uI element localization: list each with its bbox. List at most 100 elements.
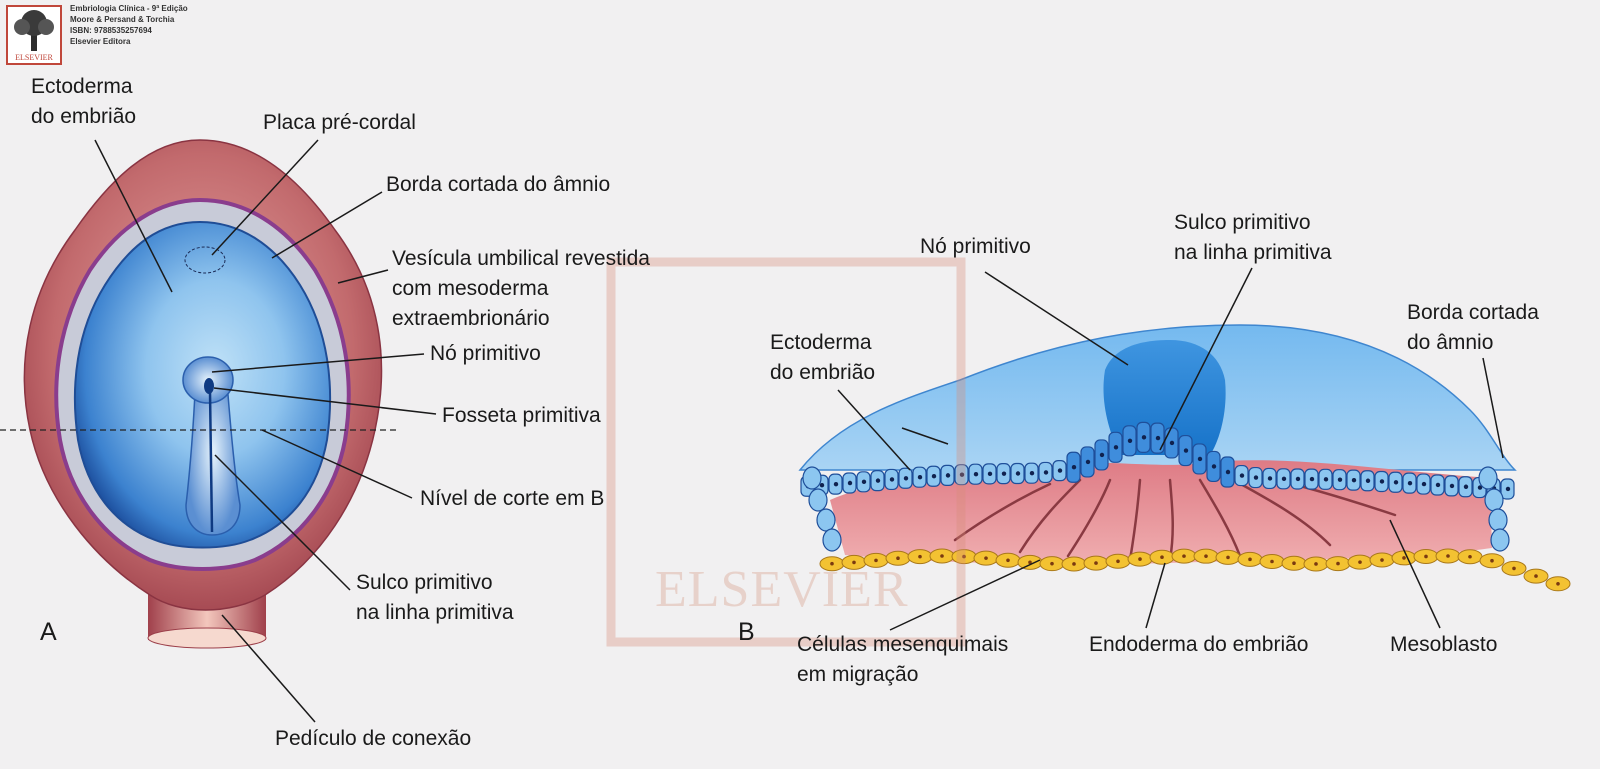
ectoderm-nucleus	[1463, 484, 1469, 489]
ectoderm-nucleus	[1365, 478, 1371, 483]
ectoderm-nucleus	[1393, 480, 1399, 485]
credit-publisher: Elsevier Editora	[70, 37, 131, 46]
ectoderm-nucleus	[1435, 482, 1441, 488]
ectoderm-layer	[800, 421, 1515, 552]
ectoderm-nucleus	[1449, 483, 1455, 489]
ectoderm-nucleus	[1127, 438, 1133, 444]
endoderm-nucleus	[1006, 558, 1010, 563]
watermark-text: ELSEVIER	[655, 561, 909, 618]
endoderm-nucleus	[1424, 554, 1428, 559]
endoderm-nucleus	[1446, 554, 1450, 558]
ectoderm-edge-cell	[802, 466, 822, 490]
ectoderm-nucleus	[1505, 486, 1511, 492]
label-a-primitive-node: Nó primitivo	[430, 342, 541, 365]
endoderm-nucleus	[1160, 555, 1164, 559]
credit-authors: Moore & Persand & Torchia	[70, 15, 175, 24]
panel-a-drawing	[0, 139, 400, 649]
label-a-ectoderm: Ectoderma do embrião	[31, 75, 137, 128]
ectoderm-nucleus	[1477, 485, 1483, 490]
ectoderm-nucleus	[1001, 471, 1007, 476]
endoderm-nucleus	[852, 560, 856, 565]
endoderm-nucleus	[1116, 559, 1120, 564]
label-a-section-level: Nível de corte em B	[420, 487, 605, 510]
label-b-mesenchymal-cells: Células mesenquimais em migração	[797, 633, 1009, 686]
ectoderm-nucleus	[1183, 448, 1189, 453]
endoderm-nucleus	[1094, 561, 1098, 565]
ectoderm-nucleus	[1141, 435, 1147, 440]
ectoderm-nucleus	[973, 471, 979, 477]
endoderm-nucleus	[1402, 556, 1406, 560]
endoderm-nucleus	[1138, 557, 1142, 561]
primitive-pit	[204, 378, 214, 394]
label-b-primitive-node: Nó primitivo	[920, 235, 1031, 258]
tree-icon	[14, 10, 54, 51]
endoderm-nucleus	[984, 556, 988, 560]
ectoderm-nucleus	[1407, 480, 1413, 486]
endoderm-nucleus	[918, 554, 922, 559]
label-a-umbilical-vesicle: Vesícula umbilical revestida com mesoder…	[392, 247, 650, 330]
ectoderm-nucleus	[1239, 473, 1245, 478]
ectoderm-nucleus	[931, 474, 937, 479]
label-a-prechordal-plate: Placa pré-cordal	[263, 111, 416, 134]
ectoderm-nucleus	[847, 480, 853, 486]
ectoderm-nucleus	[861, 479, 867, 485]
ectoderm-nucleus	[889, 477, 895, 482]
ectoderm-edge-cell	[1478, 466, 1498, 490]
endoderm-nucleus	[1270, 559, 1274, 564]
primitive-streak	[185, 369, 241, 536]
endoderm-nucleus	[1292, 561, 1296, 566]
ectoderm-nucleus	[917, 475, 923, 480]
ectoderm-nucleus	[987, 471, 993, 477]
endoderm-nucleus	[830, 561, 834, 566]
ectoderm-nucleus	[1281, 476, 1287, 482]
endoderm-nucleus	[1358, 560, 1362, 564]
label-a-primitive-groove: Sulco primitivo na linha primitiva	[356, 571, 514, 624]
label-b-mesoblast: Mesoblasto	[1390, 633, 1498, 656]
endoderm-nucleus	[1226, 555, 1230, 560]
endoderm-nucleus	[1314, 562, 1318, 566]
endoderm-nucleus	[1204, 554, 1208, 558]
connecting-stalk-end	[147, 627, 267, 649]
ectoderm-nucleus	[1253, 475, 1259, 480]
credit-title: Embriologia Clínica - 9ª Edição	[70, 4, 188, 13]
label-a-connecting-stalk: Pedículo de conexão	[275, 727, 472, 750]
ectoderm-nucleus	[833, 481, 839, 487]
ectoderm-nucleus	[1267, 476, 1273, 481]
panel-b-letter: B	[738, 618, 755, 646]
prechordal-plate	[184, 246, 226, 274]
ectoderm-nucleus	[1155, 435, 1161, 441]
watermark-frame	[606, 257, 966, 647]
ectoderm-edge-cell	[1484, 488, 1504, 512]
ectoderm-edge-cell	[1490, 528, 1510, 552]
ectoderm-nucleus	[1225, 469, 1231, 475]
ectoderm-nucleus	[1309, 476, 1315, 482]
endoderm-nucleus	[1028, 560, 1032, 565]
endoderm-nucleus	[1468, 554, 1472, 559]
ectoderm-nucleus	[1351, 477, 1357, 483]
endoderm-nucleus	[962, 554, 966, 559]
endoderm-nucleus	[1182, 554, 1186, 558]
ectoderm-edge-cell	[1488, 508, 1508, 532]
ectoderm-nucleus	[1323, 477, 1329, 482]
label-a-primitive-pit: Fosseta primitiva	[442, 404, 601, 427]
ectoderm-edge-cell	[822, 528, 842, 552]
logo-text: ELSEVIER	[15, 53, 53, 62]
ectoderm-nucleus	[1337, 477, 1343, 482]
ectoderm-nucleus	[1099, 452, 1105, 458]
ectoderm-edge-cell	[816, 508, 836, 532]
ectoderm-nucleus	[1295, 476, 1301, 482]
ectoderm-nucleus	[1197, 456, 1203, 462]
ectoderm-nucleus	[1085, 459, 1091, 465]
ectoderm-nucleus	[1421, 481, 1427, 487]
ectoderm-nucleus	[1015, 471, 1021, 476]
ectoderm-nucleus	[1113, 445, 1119, 450]
ectoderm-nucleus	[959, 472, 965, 477]
book-credit: Embriologia Clínica - 9ª Edição Moore & …	[70, 3, 188, 47]
endoderm-nucleus	[1336, 561, 1340, 566]
endoderm-nucleus	[1050, 561, 1054, 566]
panel-b-drawing	[798, 324, 1571, 592]
ectoderm-nucleus	[1379, 479, 1385, 484]
endoderm-nucleus	[1534, 574, 1538, 578]
